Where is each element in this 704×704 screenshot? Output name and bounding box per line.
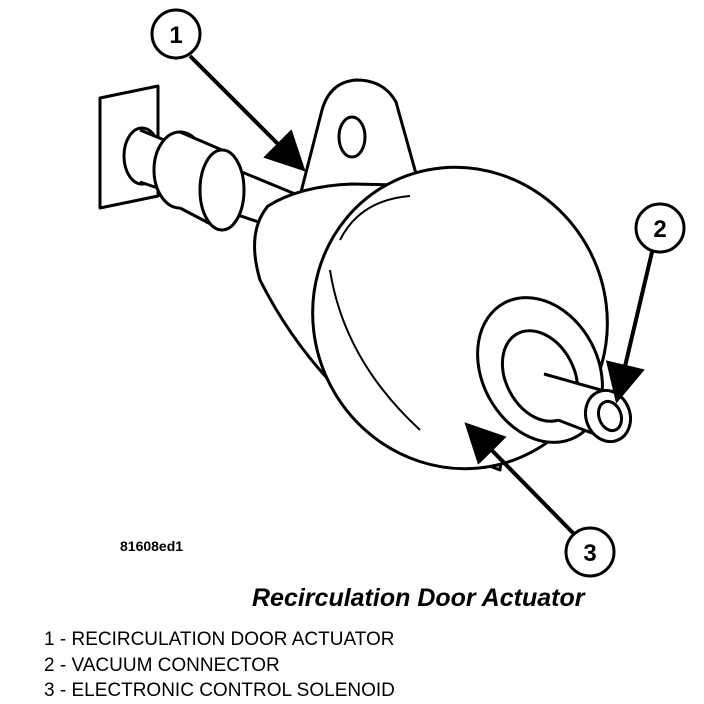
callout-3-leader <box>464 422 576 536</box>
legend-separator: - <box>54 680 72 701</box>
callout-1: 1 <box>150 8 306 172</box>
callout-3: 3 <box>464 422 616 578</box>
callout-2: 2 <box>605 202 686 404</box>
legend-number: 3 <box>44 680 55 701</box>
callout-2-leader <box>605 251 654 404</box>
callout-2-number: 2 <box>653 216 666 243</box>
callout-3-number: 3 <box>583 540 596 567</box>
legend-item: 2 - VACUUM CONNECTOR <box>44 653 395 679</box>
vacuum-connector <box>543 372 633 444</box>
figure-id: 81608ed1 <box>120 538 184 554</box>
legend-label: ELECTRONIC CONTROL SOLENOID <box>71 680 395 701</box>
legend-number: 1 <box>44 629 55 650</box>
legend: 1 - RECIRCULATION DOOR ACTUATOR 2 - VACU… <box>44 627 395 704</box>
legend-label: RECIRCULATION DOOR ACTUATOR <box>71 629 395 650</box>
legend-separator: - <box>54 654 72 676</box>
callout-1-leader <box>188 54 306 172</box>
left-collar <box>152 130 246 232</box>
legend-item: 3 - ELECTRONIC CONTROL SOLENOID <box>44 678 395 704</box>
legend-number: 2 <box>44 654 55 676</box>
legend-separator: - <box>54 629 72 650</box>
legend-item: 1 - RECIRCULATION DOOR ACTUATOR <box>44 627 395 653</box>
callout-1-number: 1 <box>169 22 182 49</box>
figure-title: Recirculation Door Actuator <box>252 584 585 612</box>
mounting-bracket <box>298 78 422 198</box>
legend-label: VACUUM CONNECTOR <box>71 654 280 676</box>
